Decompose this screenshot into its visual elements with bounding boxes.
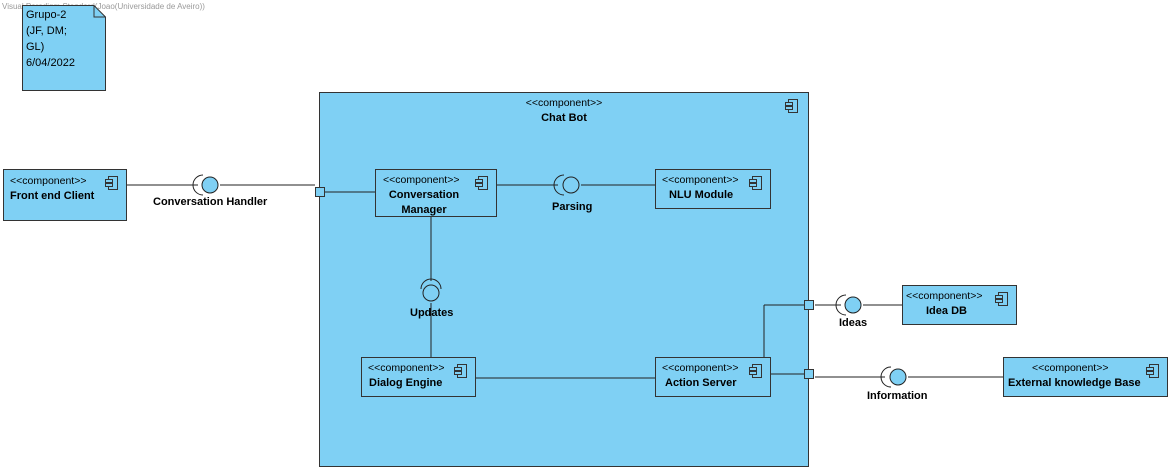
- component-front-end-client[interactable]: <<component>> Front end Client: [3, 169, 127, 221]
- chat-bot-stereotype: <<component>>: [525, 97, 603, 109]
- component-idea-db[interactable]: <<component>> Idea DB: [902, 285, 1017, 325]
- interface-information-label: Information: [867, 390, 928, 402]
- dialog-engine-name: Dialog Engine: [369, 377, 443, 389]
- interface-parsing-symbol: [553, 174, 580, 196]
- note-text: Grupo-2 (JF, DM; GL) 6/04/2022: [26, 9, 75, 69]
- action-server-name: Action Server: [665, 377, 737, 389]
- interface-ideas-label: Ideas: [839, 317, 868, 329]
- dialog-engine-stereotype: <<component>>: [368, 362, 445, 374]
- component-icon: [785, 99, 798, 113]
- interface-conversation-handler-symbol: [192, 174, 219, 196]
- interface-ideas-symbol: [835, 294, 862, 316]
- interface-information-symbol: [880, 366, 907, 388]
- front-end-client-name: Front end Client: [10, 190, 95, 202]
- external-kb-stereotype: <<component>>: [1032, 362, 1109, 374]
- front-end-client-stereotype: <<component>>: [10, 175, 87, 187]
- interface-updates-symbol: [420, 278, 442, 302]
- nlu-module-stereotype: <<component>>: [662, 174, 739, 186]
- idea-db-name: Idea DB: [926, 305, 967, 317]
- component-nlu-module[interactable]: <<component>> NLU Module: [655, 169, 771, 209]
- component-icon: [454, 364, 467, 378]
- component-icon: [749, 176, 762, 190]
- component-icon: [475, 176, 488, 190]
- interface-conversation-handler-label: Conversation Handler: [153, 196, 268, 208]
- component-dialog-engine[interactable]: <<component>> Dialog Engine: [361, 357, 476, 397]
- port-chat-bot-information[interactable]: [804, 369, 814, 379]
- conversation-manager-name: Conversation Manager: [388, 189, 460, 216]
- idea-db-stereotype: <<component>>: [906, 290, 983, 302]
- interface-updates-label: Updates: [410, 307, 454, 319]
- component-icon: [995, 292, 1008, 306]
- component-icon: [1146, 364, 1159, 378]
- component-icon: [105, 176, 118, 190]
- component-chat-bot[interactable]: <<component>> Chat Bot: [319, 92, 809, 467]
- interface-parsing-label: Parsing: [552, 201, 593, 213]
- note[interactable]: Grupo-2 (JF, DM; GL) 6/04/2022: [22, 5, 106, 91]
- component-external-knowledge-base[interactable]: <<component>> External knowledge Base: [1003, 357, 1168, 397]
- component-action-server[interactable]: <<component>> Action Server: [655, 357, 771, 397]
- external-kb-name: External knowledge Base: [1008, 377, 1141, 389]
- conversation-manager-stereotype: <<component>>: [383, 174, 460, 186]
- action-server-stereotype: <<component>>: [662, 362, 739, 374]
- component-conversation-manager[interactable]: <<component>> Conversation Manager: [375, 169, 497, 217]
- chat-bot-name: Chat Bot: [541, 112, 587, 124]
- watermark: Visual Paradigm Standard(Joao(Universida…: [2, 2, 205, 11]
- nlu-module-name: NLU Module: [669, 189, 734, 201]
- port-chat-bot-ideas[interactable]: [804, 300, 814, 310]
- port-chat-bot-left[interactable]: [315, 187, 325, 197]
- component-icon: [749, 364, 762, 378]
- note-shape: [22, 5, 106, 91]
